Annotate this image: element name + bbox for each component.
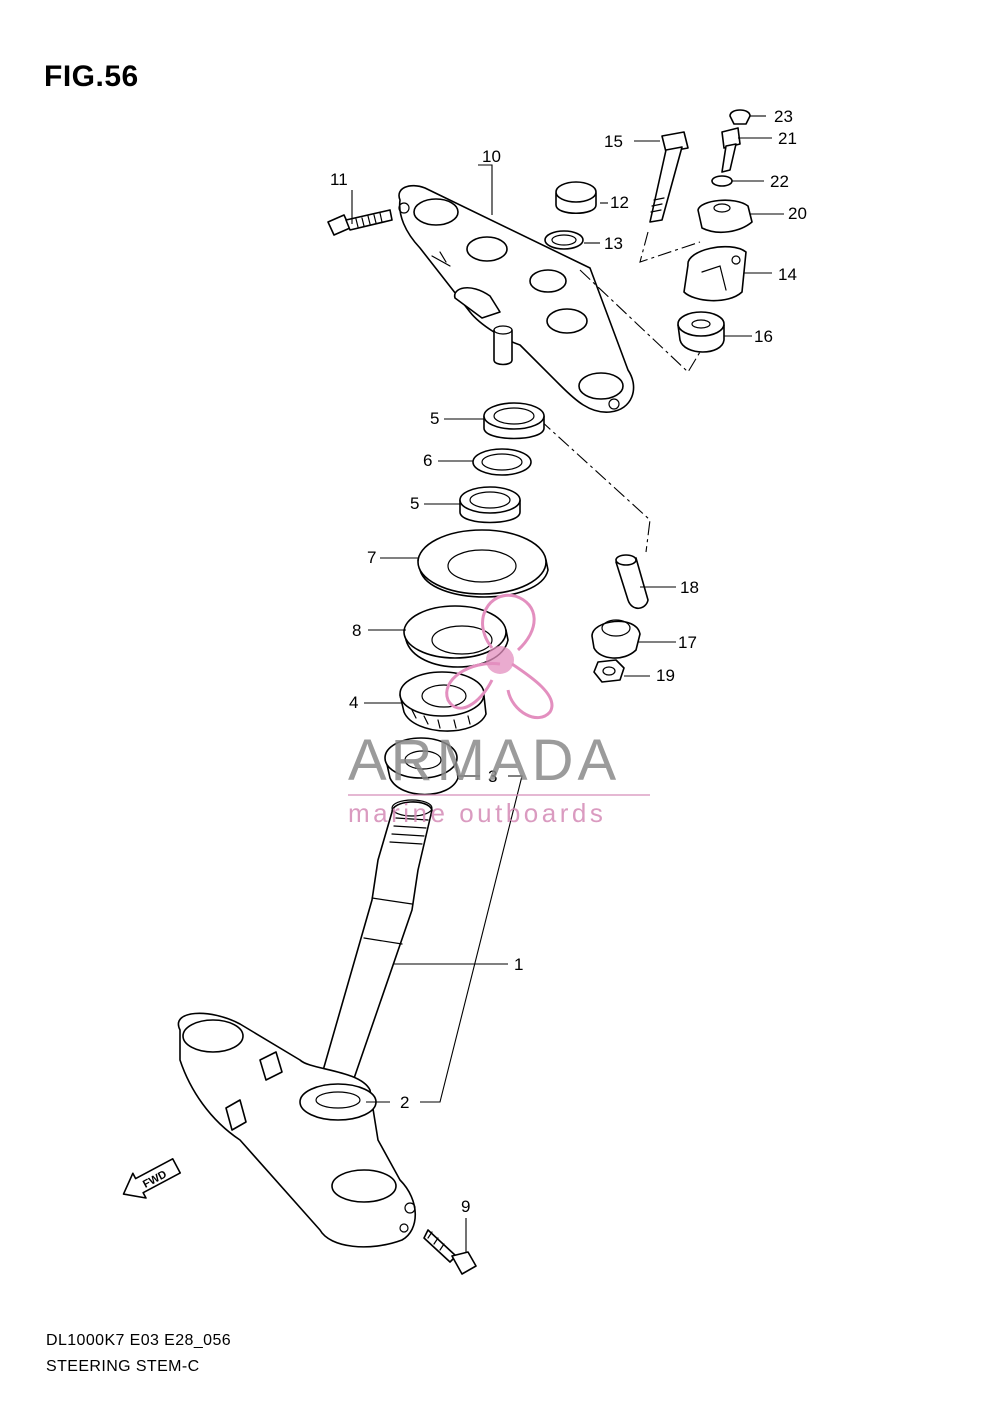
bolt-part-9 bbox=[423, 1229, 477, 1275]
sleeve-part-18 bbox=[615, 554, 649, 610]
callout-4: 4 bbox=[349, 693, 358, 712]
watermark-brand: ARMADA bbox=[348, 728, 620, 793]
figure-title: FIG.56 bbox=[44, 60, 139, 93]
callout-14: 14 bbox=[778, 265, 797, 284]
callout-3: 3 bbox=[488, 767, 497, 786]
cap-part-12 bbox=[555, 181, 597, 215]
watermark-tagline: marine outboards bbox=[348, 798, 606, 828]
seal-part-7 bbox=[417, 529, 549, 598]
stem-and-lower-bracket-part-1 bbox=[177, 799, 433, 1248]
callout-20: 20 bbox=[788, 204, 807, 223]
callout-12: 12 bbox=[610, 193, 629, 212]
callout-19: 19 bbox=[656, 666, 675, 685]
upper-bracket-part-10 bbox=[398, 184, 635, 413]
nut-part-5-upper bbox=[483, 402, 545, 440]
fwd-label: FWD bbox=[141, 1168, 169, 1190]
race-part-8 bbox=[403, 605, 509, 668]
callout-23: 23 bbox=[774, 107, 793, 126]
callout-21: 21 bbox=[778, 129, 797, 148]
callout-7: 7 bbox=[367, 548, 376, 567]
model-code: DL1000K7 E03 E28_056 bbox=[46, 1332, 232, 1349]
diagram-caption: STEERING STEM-C bbox=[46, 1358, 200, 1375]
callout-8: 8 bbox=[352, 621, 361, 640]
callout-6: 6 bbox=[423, 451, 432, 470]
callout-numbers: 1 2 3 4 5 6 5 7 8 9 10 11 12 13 14 15 16… bbox=[330, 107, 807, 1216]
washer-part-6 bbox=[472, 448, 532, 476]
holder-part-14 bbox=[683, 245, 747, 302]
bushing-part-17 bbox=[591, 619, 641, 659]
washer-part-13 bbox=[544, 230, 584, 250]
holder-part-20 bbox=[697, 199, 753, 234]
callout-5-upper: 5 bbox=[430, 409, 439, 428]
callout-13: 13 bbox=[604, 234, 623, 253]
callout-17: 17 bbox=[678, 633, 697, 652]
bolt-part-11 bbox=[327, 209, 393, 236]
callout-22: 22 bbox=[770, 172, 789, 191]
forward-direction-arrow: FWD bbox=[122, 1158, 182, 1199]
callout-9: 9 bbox=[461, 1197, 470, 1216]
callout-15: 15 bbox=[604, 132, 623, 151]
nut-part-19 bbox=[593, 659, 625, 683]
bolt-part-21 bbox=[721, 127, 741, 173]
bearing-part-3 bbox=[384, 737, 459, 796]
callout-16: 16 bbox=[754, 327, 773, 346]
callout-11: 11 bbox=[330, 170, 348, 189]
callout-5-lower: 5 bbox=[410, 494, 419, 513]
bolt-part-15 bbox=[649, 131, 689, 223]
callout-1: 1 bbox=[514, 955, 523, 974]
callout-18: 18 bbox=[680, 578, 699, 597]
callout-2: 2 bbox=[400, 1093, 409, 1112]
armada-watermark: ARMADA marine outboards bbox=[348, 593, 650, 828]
propeller-logo bbox=[445, 593, 554, 719]
bearing-part-4 bbox=[399, 671, 487, 732]
nut-part-5-lower bbox=[459, 486, 521, 524]
cushion-part-16 bbox=[677, 311, 725, 353]
callout-10: 10 bbox=[482, 147, 501, 166]
washer-part-22 bbox=[711, 175, 733, 187]
cap-part-23 bbox=[729, 109, 751, 125]
leader-lines bbox=[351, 115, 784, 1252]
